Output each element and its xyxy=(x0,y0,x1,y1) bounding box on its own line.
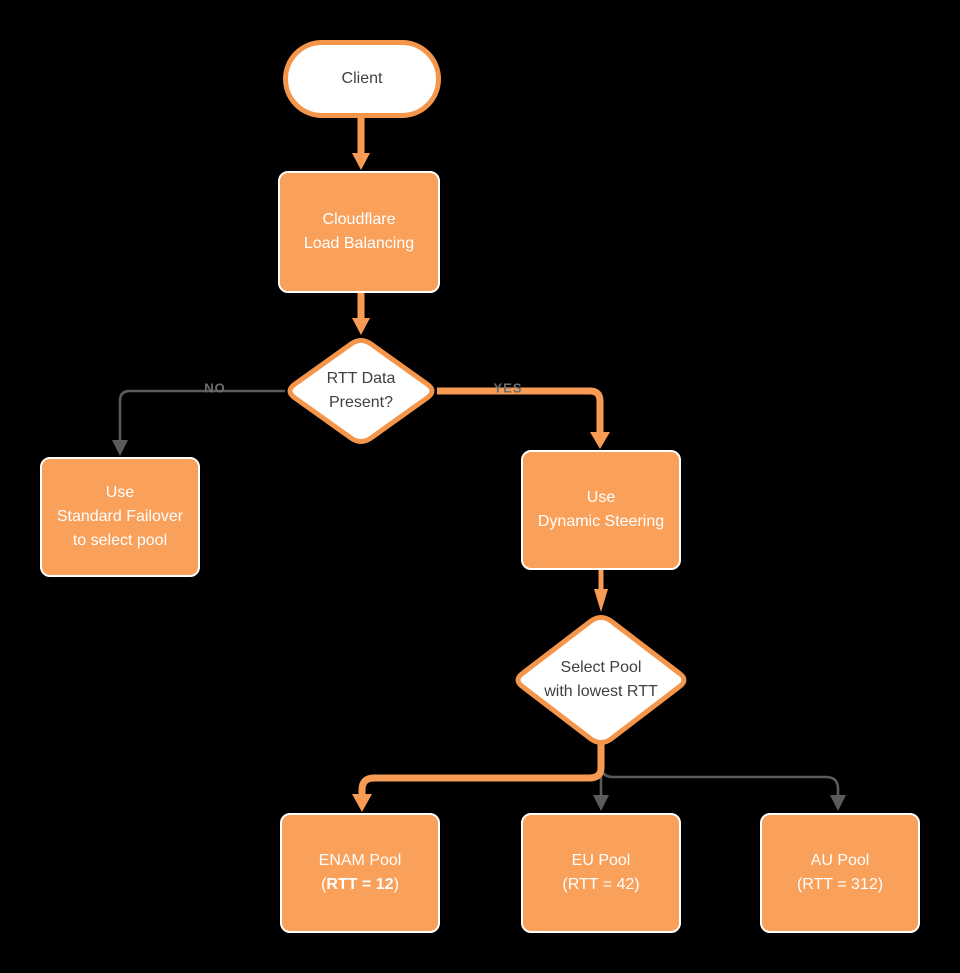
select-pool-label: Select Pool with lowest RTT xyxy=(544,659,658,700)
standard-failover-node: Use Standard Failover to select pool xyxy=(40,457,200,577)
dynamic-steering-label: Use Dynamic Steering xyxy=(537,489,665,530)
edge-yes-branch xyxy=(437,387,604,433)
arrowhead-to-failover xyxy=(112,440,128,456)
edge-to-au-pool xyxy=(599,744,840,796)
au-pool-node: AU Pool (RTT = 312) xyxy=(760,813,920,933)
client-label: Client xyxy=(341,70,383,87)
edge-no-branch xyxy=(118,389,285,441)
eu-pool-rtt: (RTT = 42) xyxy=(562,876,640,893)
load-balancing-label: Cloudflare Load Balancing xyxy=(303,211,415,252)
eu-pool-name: EU Pool xyxy=(571,852,631,869)
dynamic-steering-node: Use Dynamic Steering xyxy=(521,450,681,570)
edge-label-yes: YES xyxy=(493,380,523,396)
arrowhead-to-selectpool xyxy=(594,589,608,612)
eu-pool-node: EU Pool (RTT = 42) xyxy=(521,813,681,933)
standard-failover-label: Use Standard Failover to select pool xyxy=(56,484,184,549)
rtt-decision-diamond-shape xyxy=(287,338,435,444)
arrowhead-to-loadbalancer xyxy=(352,153,370,170)
rtt-decision-diamond: RTT Data Present? xyxy=(281,351,441,431)
au-pool-rtt: (RTT = 312) xyxy=(796,876,884,893)
arrowhead-to-steering xyxy=(590,432,610,449)
edge-to-enam-pool xyxy=(358,744,605,795)
enam-pool-name: ENAM Pool xyxy=(318,852,402,869)
enam-pool-node: ENAM Pool (RTT = 12) xyxy=(280,813,440,933)
load-balancing-node: Cloudflare Load Balancing xyxy=(278,171,440,293)
arrowhead-to-decision xyxy=(352,318,370,335)
enam-pool-rtt: (RTT = 12) xyxy=(321,876,399,893)
select-pool-diamond-shape xyxy=(515,615,687,745)
arrowhead-to-eu xyxy=(593,795,609,811)
arrowhead-to-au xyxy=(830,795,846,811)
client-node: Client xyxy=(283,40,441,118)
eu-pool-label: EU Pool (RTT = 42) xyxy=(562,849,639,897)
edge-label-no: NO xyxy=(204,380,226,396)
select-pool-diamond: Select Pool with lowest RTT xyxy=(501,640,701,720)
au-pool-name: AU Pool xyxy=(810,852,870,869)
rtt-decision-label: RTT Data Present? xyxy=(326,370,396,411)
enam-pool-label: ENAM Pool (RTT = 12) xyxy=(319,849,402,897)
arrowhead-to-enam xyxy=(352,794,372,812)
au-pool-label: AU Pool (RTT = 312) xyxy=(797,849,883,897)
